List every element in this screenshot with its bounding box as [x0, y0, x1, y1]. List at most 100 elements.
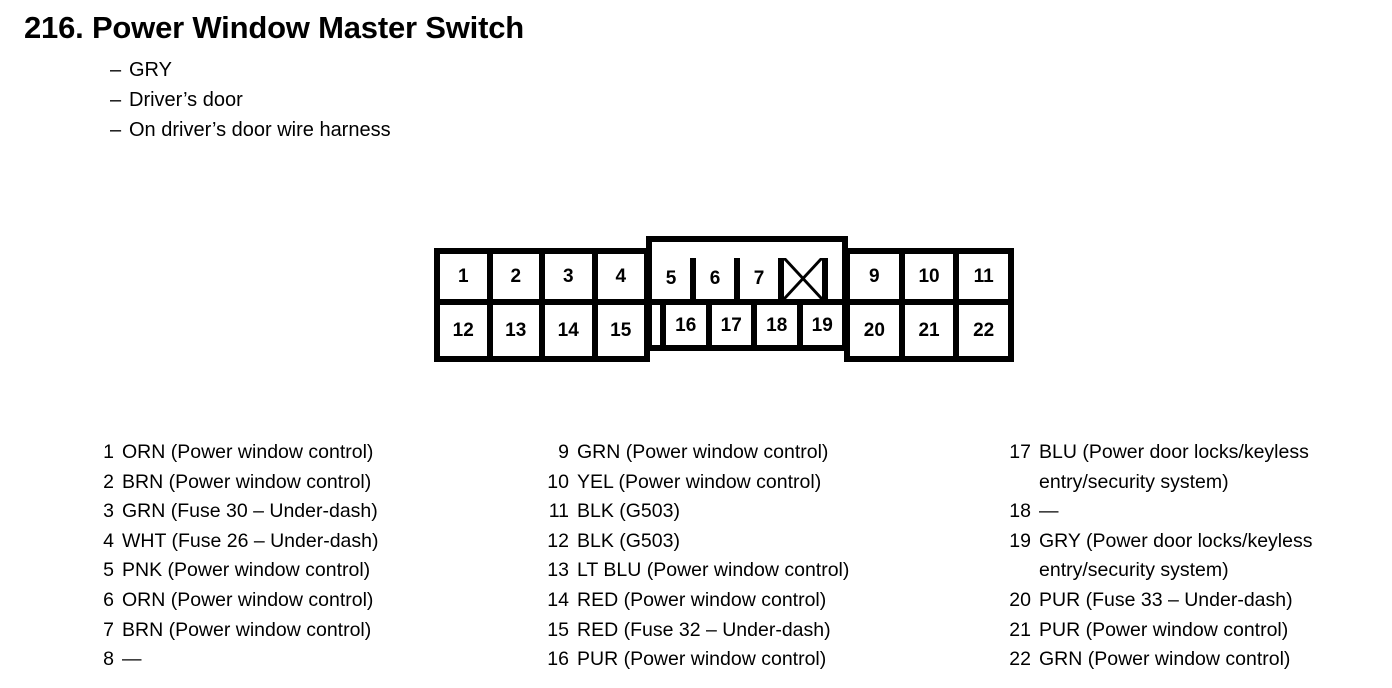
pin-list-item: 7 BRN (Power window control) [88, 616, 508, 646]
pin-description-line-2: entry/security system) [1039, 559, 1229, 582]
pin-description: GRY (Power door locks/keyless entry/secu… [1039, 527, 1312, 586]
pin-cell[interactable]: 18 [757, 305, 803, 345]
pin-description: YEL (Power window control) [577, 470, 822, 493]
subtitle-item: – On driver’s door wire harness [110, 115, 924, 145]
pin-description: GRN (Power window control) [1039, 648, 1291, 671]
pin-cell[interactable]: 13 [492, 305, 545, 356]
pin-list-item: 18 — [1005, 497, 1375, 527]
pin-number: 7 [103, 618, 114, 641]
pin-description: RED (Power window control) [577, 588, 827, 611]
subtitle-item: – Driver’s door [110, 85, 924, 115]
pin-description: BRN (Power window control) [122, 470, 372, 493]
row-divider [646, 299, 848, 305]
connector-locking-tab [646, 236, 848, 258]
pin-description: BLK (G503) [577, 500, 680, 523]
pin-list-item: 2 BRN (Power window control) [88, 468, 508, 498]
pin-cell[interactable]: 15 [597, 305, 644, 356]
pin-number: 18 [1009, 500, 1031, 523]
pin-number: 14 [547, 588, 569, 611]
subtitle-item: – GRY [110, 55, 924, 85]
pin-cell[interactable]: 22 [959, 305, 1009, 356]
pin-list-item: 20 PUR (Fuse 33 – Under-dash) [1005, 586, 1375, 616]
pin-cell[interactable]: 10 [904, 254, 960, 299]
pin-number: 22 [1009, 648, 1031, 671]
pin-list-item: 22 GRN (Power window control) [1005, 645, 1375, 675]
pin-list-item: 16 PUR (Power window control) [543, 645, 973, 675]
pin-number: 2 [103, 470, 114, 493]
pin-cell[interactable]: 3 [545, 254, 598, 299]
pin-number: 4 [103, 529, 114, 552]
pin-list-item: 15 RED (Fuse 32 – Under-dash) [543, 616, 973, 646]
unused-pin-cell-icon [784, 258, 828, 299]
pin-number: 10 [547, 470, 569, 493]
pin-cell[interactable]: 14 [545, 305, 598, 356]
pin-number: 20 [1009, 588, 1031, 611]
row-divider [850, 299, 1008, 305]
pin-number: 12 [547, 529, 569, 552]
pin-number: 6 [103, 588, 114, 611]
cross-icon [784, 258, 822, 299]
page-title: 216. Power Window Master Switch [24, 10, 524, 45]
pin-description: BRN (Power window control) [122, 618, 372, 641]
pin-cell[interactable]: 11 [959, 254, 1009, 299]
pin-cell[interactable]: 4 [597, 254, 644, 299]
pin-number: 15 [547, 618, 569, 641]
pin-cell[interactable]: 9 [850, 254, 905, 299]
pin-cell[interactable]: 17 [711, 305, 757, 345]
connector-block-left: 1 2 3 4 12 13 14 15 [434, 248, 650, 362]
pin-description: — [1039, 500, 1059, 523]
subtitle-text: Driver’s door [129, 89, 243, 111]
row-divider [440, 299, 644, 305]
pin-list-item: 21 PUR (Power window control) [1005, 616, 1375, 646]
pin-list-item: 6 ORN (Power window control) [88, 586, 508, 616]
pin-description: BLU (Power door locks/keyless entry/secu… [1039, 438, 1309, 497]
dash-glyph: – [110, 89, 122, 111]
pin-row-bottom-left: 12 13 14 15 [440, 305, 644, 356]
pin-list-item: 14 RED (Power window control) [543, 586, 973, 616]
pin-row-bottom-right: 20 21 22 [850, 305, 1009, 356]
pin-row-bottom-center: 16 17 18 19 [652, 305, 842, 345]
pin-list-item: 10 YEL (Power window control) [543, 468, 973, 498]
pin-number: 3 [103, 500, 114, 523]
pin-description: PUR (Fuse 33 – Under-dash) [1039, 588, 1293, 611]
connector-block-center: 5 6 7 16 17 18 19 [646, 236, 848, 351]
pin-number: 8 [103, 648, 114, 671]
pin-description: RED (Fuse 32 – Under-dash) [577, 618, 831, 641]
pin-row-top-right: 9 10 11 [850, 254, 1009, 299]
pin-cell[interactable]: 7 [740, 258, 784, 299]
pin-number: 9 [558, 441, 569, 463]
pin-description-line-1: GRY (Power door locks/keyless [1039, 529, 1313, 552]
pin-number: 19 [1009, 529, 1031, 552]
pin-cell[interactable]: 6 [696, 258, 740, 299]
pin-description: PUR (Power window control) [577, 648, 827, 671]
pin-number: 21 [1009, 618, 1031, 641]
pin-number: 17 [1009, 441, 1031, 463]
pin-cell[interactable]: 5 [652, 258, 696, 299]
pin-cell[interactable]: 2 [492, 254, 545, 299]
pin-number: 1 [103, 441, 114, 463]
pin-row-top-center: 5 6 7 [652, 258, 842, 299]
blank-slot [828, 258, 842, 299]
pin-cell[interactable]: 20 [850, 305, 905, 356]
pin-cell[interactable]: 1 [440, 254, 493, 299]
pin-description-line-1: BLU (Power door locks/keyless [1039, 441, 1309, 463]
blank-slot [652, 305, 666, 345]
pin-number: 11 [548, 500, 569, 523]
pin-cell[interactable]: 16 [666, 305, 712, 345]
pin-list-item: 19 GRY (Power door locks/keyless entry/s… [1005, 527, 1375, 586]
subtitle-text: GRY [129, 59, 172, 81]
pin-number: 16 [547, 648, 569, 671]
pin-description: LT BLU (Power window control) [577, 559, 850, 582]
pin-description: ORN (Power window control) [122, 588, 374, 611]
pin-cell[interactable]: 21 [904, 305, 960, 356]
pin-cell[interactable]: 19 [802, 305, 842, 345]
pin-cell[interactable]: 12 [440, 305, 493, 356]
pin-description: PUR (Power window control) [1039, 618, 1289, 641]
pin-description: ORN (Power window control) [122, 441, 374, 463]
header-block: 216. Power Window Master Switch – GRY – … [24, 8, 924, 145]
